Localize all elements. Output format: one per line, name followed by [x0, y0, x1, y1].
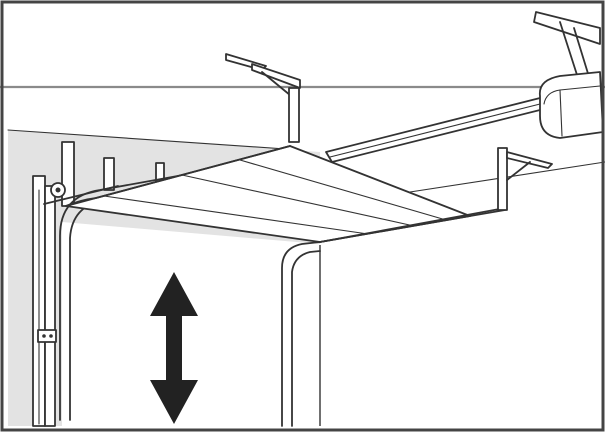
cable-drum [43, 182, 119, 205]
door-panel [65, 145, 471, 243]
panel-seam-1 [103, 195, 369, 235]
opener-ceiling-mount [533, 11, 601, 45]
wall-top-edge [7, 129, 301, 151]
panel-seam-2 [181, 174, 415, 227]
opener-motor-unit [533, 11, 604, 139]
up-down-arrow-icon [150, 272, 198, 424]
panel-seam-3 [239, 159, 447, 221]
left-vertical-track [32, 175, 57, 427]
track-bracket [37, 329, 57, 343]
right-horizontal-track [319, 207, 506, 243]
right-vertical-track [281, 241, 321, 427]
door-opening [62, 222, 320, 426]
rear-hanger-bracket-center [225, 53, 301, 143]
rear-hanger-bracket-right [497, 147, 553, 211]
